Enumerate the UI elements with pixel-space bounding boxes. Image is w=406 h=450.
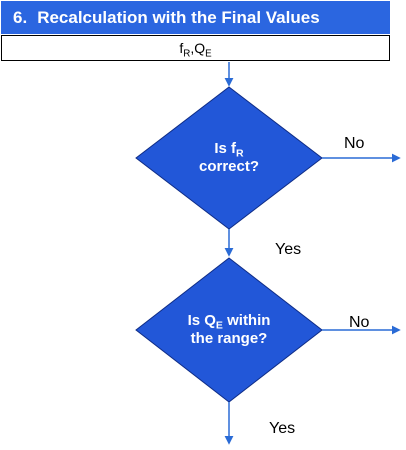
decision1-no-label: No <box>344 135 365 152</box>
inputs-sep: , <box>190 40 195 56</box>
decision1-label: Is fR correct? <box>198 140 260 175</box>
inputs-f: fR <box>179 40 191 60</box>
decision2-no-label: No <box>349 314 370 331</box>
decision2-yes-label: Yes <box>269 420 296 437</box>
decision2-label: Is QE within the range? <box>187 312 271 347</box>
section-header: 6. Recalculation with the Final Values <box>1 1 390 34</box>
section-title: Recalculation with the Final Values <box>37 7 320 27</box>
inputs-q: QE <box>194 40 212 60</box>
inputs-bar: fR, QE <box>1 35 390 61</box>
decision1-yes-label: Yes <box>275 241 302 258</box>
section-number: 6. <box>13 7 28 27</box>
